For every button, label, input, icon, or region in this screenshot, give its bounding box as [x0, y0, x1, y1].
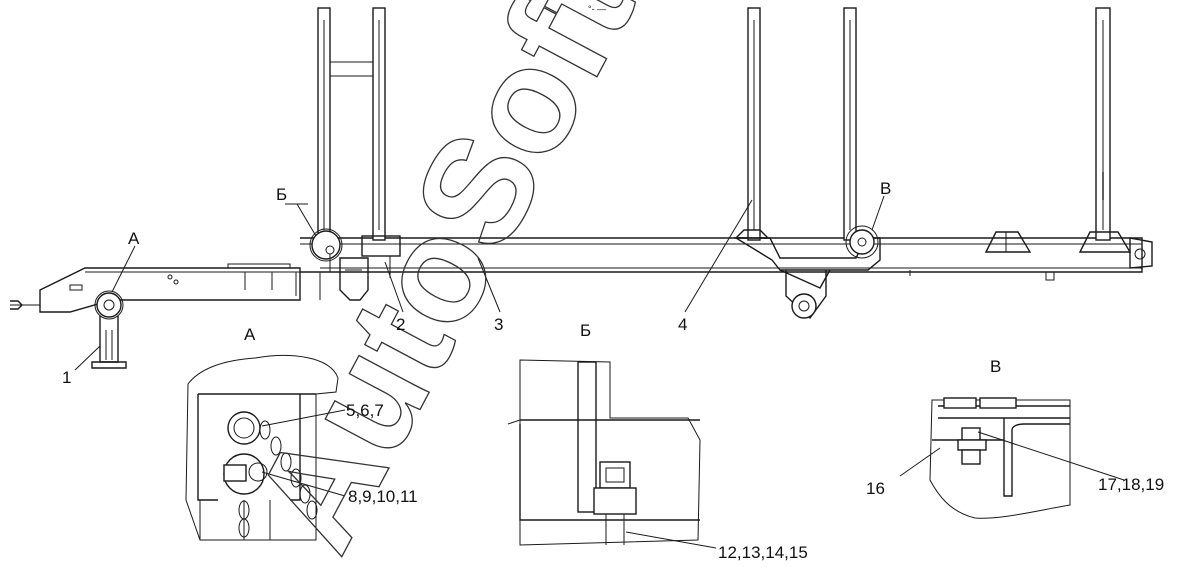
callout-label-v: В: [880, 179, 891, 198]
callout-circle-a: [94, 290, 124, 320]
part-label-8-11: 8,9,10,11: [348, 487, 418, 506]
main-frame-view: [10, 7, 1153, 369]
view-title-b: Б: [580, 321, 591, 340]
part-label-16: 16: [866, 479, 885, 498]
part-label-1: 1: [62, 368, 71, 387]
part-label-12-15: 12,13,14,15: [718, 543, 808, 562]
detail-view-a: [185, 355, 346, 541]
detail-view-b: [507, 359, 717, 549]
part-label-5-7: 5,6,7: [346, 401, 384, 420]
callout-circle-b: [309, 228, 343, 262]
view-title-v: В: [990, 357, 1001, 376]
part-label-3: 3: [494, 315, 503, 334]
part-label-17-19: 17,18,19: [1098, 475, 1164, 494]
view-title-a: А: [244, 325, 256, 344]
leader-lines: [74, 195, 885, 371]
part-label-4: 4: [678, 315, 687, 334]
part-label-2: 2: [396, 315, 405, 334]
callout-label-a: А: [128, 229, 140, 248]
callout-circle-v: [845, 225, 879, 259]
detail-view-v: [899, 397, 1125, 519]
callout-label-b: Б: [276, 185, 287, 204]
top-mark: °- —: [588, 4, 606, 14]
